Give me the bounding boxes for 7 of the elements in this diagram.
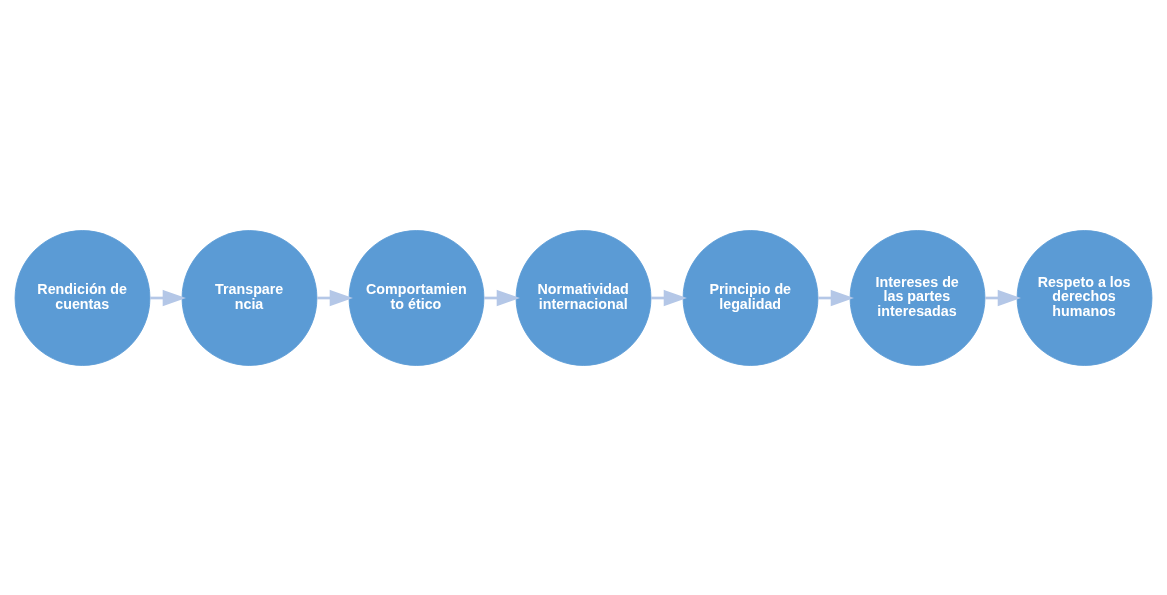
- node-circle: Respeto a los derechos humanos: [1016, 229, 1153, 366]
- node-circle: Comportamien to ético: [348, 229, 485, 366]
- node-circle: Rendición de cuentas: [14, 229, 151, 366]
- node-circle: Intereses de las partes interesadas: [849, 229, 986, 366]
- node-circle: Transpare ncia: [181, 229, 318, 366]
- node-circle: Principio de legalidad: [682, 229, 819, 366]
- node-circle: Normatividad internacional: [515, 229, 652, 366]
